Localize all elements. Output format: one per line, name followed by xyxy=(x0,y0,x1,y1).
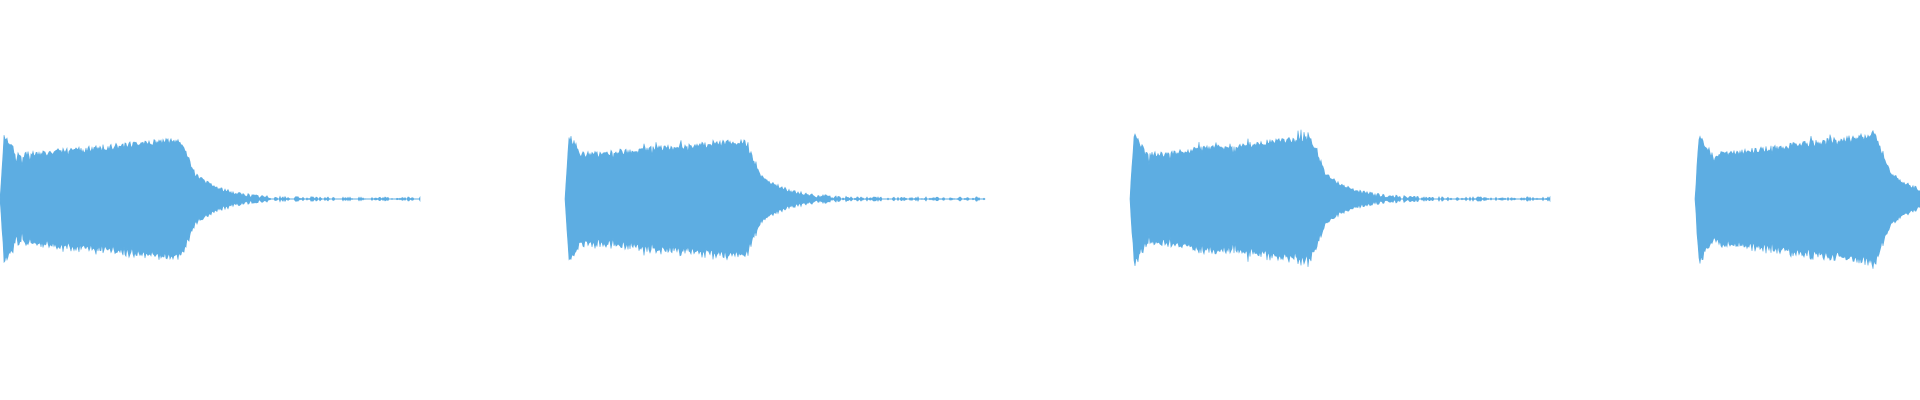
waveform-burst-2 xyxy=(564,136,986,261)
waveform-burst-3 xyxy=(1129,129,1551,268)
waveform-bursts xyxy=(0,129,1920,269)
waveform-burst-4 xyxy=(1694,129,1920,269)
